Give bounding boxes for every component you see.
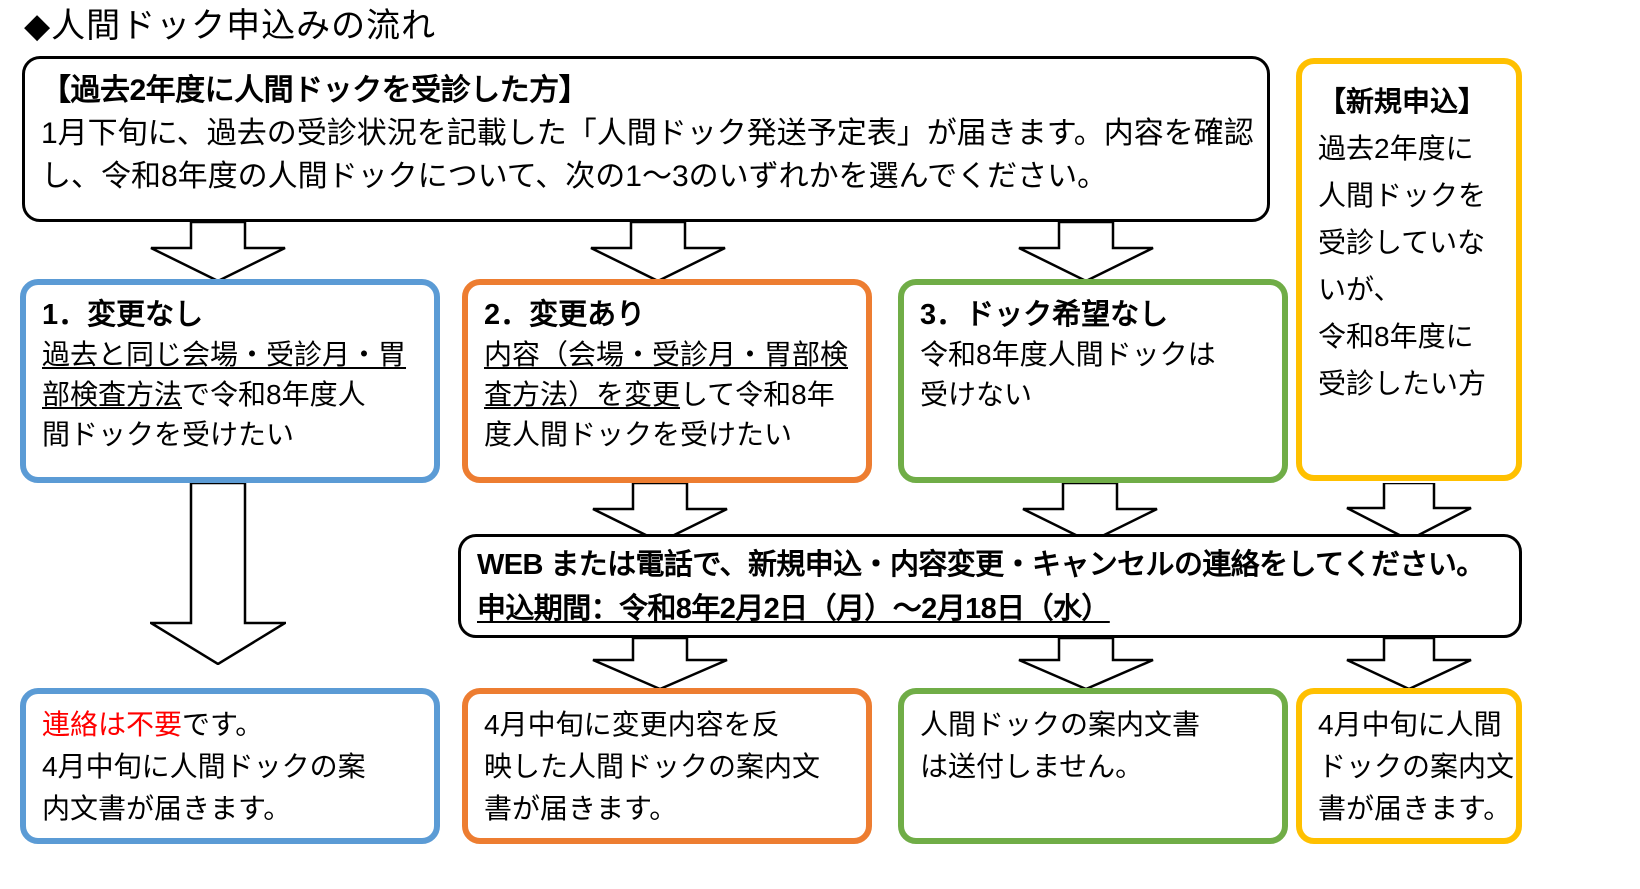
result-box-2-change-reflected: 4月中旬に変更内容を反 映した人間ドックの案内文 書が届きます。 [462,688,872,844]
option-3-heading: 3．ドック希望なし [920,299,1169,331]
arrow-newapp-to-contact [1346,483,1472,541]
result-3-line-1: 人間ドックの案内文書 [920,709,1201,740]
result-2-line-1: 4月中旬に変更内容を反 [484,709,780,740]
option-box-1-no-change: 1．変更なし 過去と同じ会場・受診月・胃 部検査方法で令和8年度人 間ドックを受… [20,279,440,483]
arrow-top-to-option1 [150,222,286,282]
new-application-line-1: 過去2年度に [1318,133,1474,164]
option-box-2-change: 2．変更あり 内容（会場・受診月・胃部検 査方法）を変更して令和8年 度人間ドッ… [462,279,872,483]
top-box-heading: 【過去2年度に人間ドックを受診した方】 [41,74,589,107]
result-4-line-3: 書が届きます。 [1318,793,1512,824]
option-2-line-2-plain: して令和8年 [680,379,835,410]
arrow-contact-to-result2 [592,638,728,690]
new-application-line-2: 人間ドックを [1318,180,1487,211]
new-application-heading: 【新規申込】 [1318,86,1487,117]
arrow-option3-to-contact [1022,483,1158,543]
top-box-line-2: し、令和8年度の人間ドックについて、次の1～3のいずれかを選んでください。 [41,160,1108,193]
new-application-line-6: 受診したい方 [1318,368,1487,399]
contact-instructions-box: WEB または電話で、新規申込・内容変更・キャンセルの連絡をしてください。 申込… [458,534,1522,638]
result-box-3-no-document: 人間ドックの案内文書 は送付しません。 [898,688,1288,844]
new-application-line-3: 受診していな [1318,227,1486,258]
new-application-line-4: いが、 [1318,274,1402,305]
top-box-past-examinees: 【過去2年度に人間ドックを受診した方】 1月下旬に、過去の受診状況を記載した「人… [22,56,1270,222]
result-1-line-2: 4月中旬に人間ドックの案 [42,751,366,782]
result-box-4-new-document: 4月中旬に人間 ドックの案内文 書が届きます。 [1296,688,1522,844]
option-1-line-1: 過去と同じ会場・受診月・胃 [42,339,407,370]
top-box-line-1: 1月下旬に、過去の受診状況を記載した「人間ドック発送予定表」が届きます。内容を確… [41,117,1254,150]
arrow-contact-to-result3 [1018,638,1154,690]
result-1-red-text: 連絡は不要 [42,709,183,740]
arrow-top-to-option2 [590,222,726,282]
result-4-line-1: 4月中旬に人間 [1318,709,1502,740]
result-2-line-2: 映した人間ドックの案内文 [484,751,821,782]
result-box-1-no-contact-needed: 連絡は不要です。 4月中旬に人間ドックの案 内文書が届きます。 [20,688,440,844]
arrow-top-to-option3 [1018,222,1154,282]
page-title: ◆人間ドック申込みの流れ [24,7,437,45]
option-1-line-2-underlined: 部検査方法 [42,379,183,410]
contact-line-1: WEB または電話で、新規申込・内容変更・キャンセルの連絡をしてください。 [477,549,1485,581]
arrow-option1-to-result1 [150,483,286,665]
arrow-contact-to-result4 [1346,638,1472,690]
option-1-line-3: 間ドックを受けたい [42,419,295,450]
result-2-line-3: 書が届きます。 [484,793,678,824]
result-3-line-2: は送付しません。 [920,751,1144,782]
option-2-line-1: 内容（会場・受診月・胃部検 [484,339,849,370]
result-1-line-3: 内文書が届きます。 [42,793,292,824]
option-3-line-2: 受けない [920,379,1033,410]
result-1-line-1-black: です。 [182,709,264,740]
option-2-heading: 2．変更あり [484,299,646,331]
option-3-line-1: 令和8年度人間ドックは [920,339,1216,370]
new-application-line-5: 令和8年度に [1318,321,1474,352]
option-2-line-2-underlined: 査方法）を変更 [484,379,681,410]
option-2-line-3: 度人間ドックを受けたい [484,419,793,450]
result-4-line-2: ドックの案内文 [1318,751,1515,782]
option-1-line-2-plain: で令和8年度人 [182,379,366,410]
new-application-box: 【新規申込】 過去2年度に 人間ドックを 受診していな いが、 令和8年度に 受… [1296,58,1522,481]
arrow-option2-to-contact [592,483,728,543]
option-box-3-no-exam: 3．ドック希望なし 令和8年度人間ドックは 受けない [898,279,1288,483]
contact-application-period: 申込期間：令和8年2月2日（月）～2月18日（水） [477,593,1110,625]
option-1-heading: 1．変更なし [42,299,204,331]
